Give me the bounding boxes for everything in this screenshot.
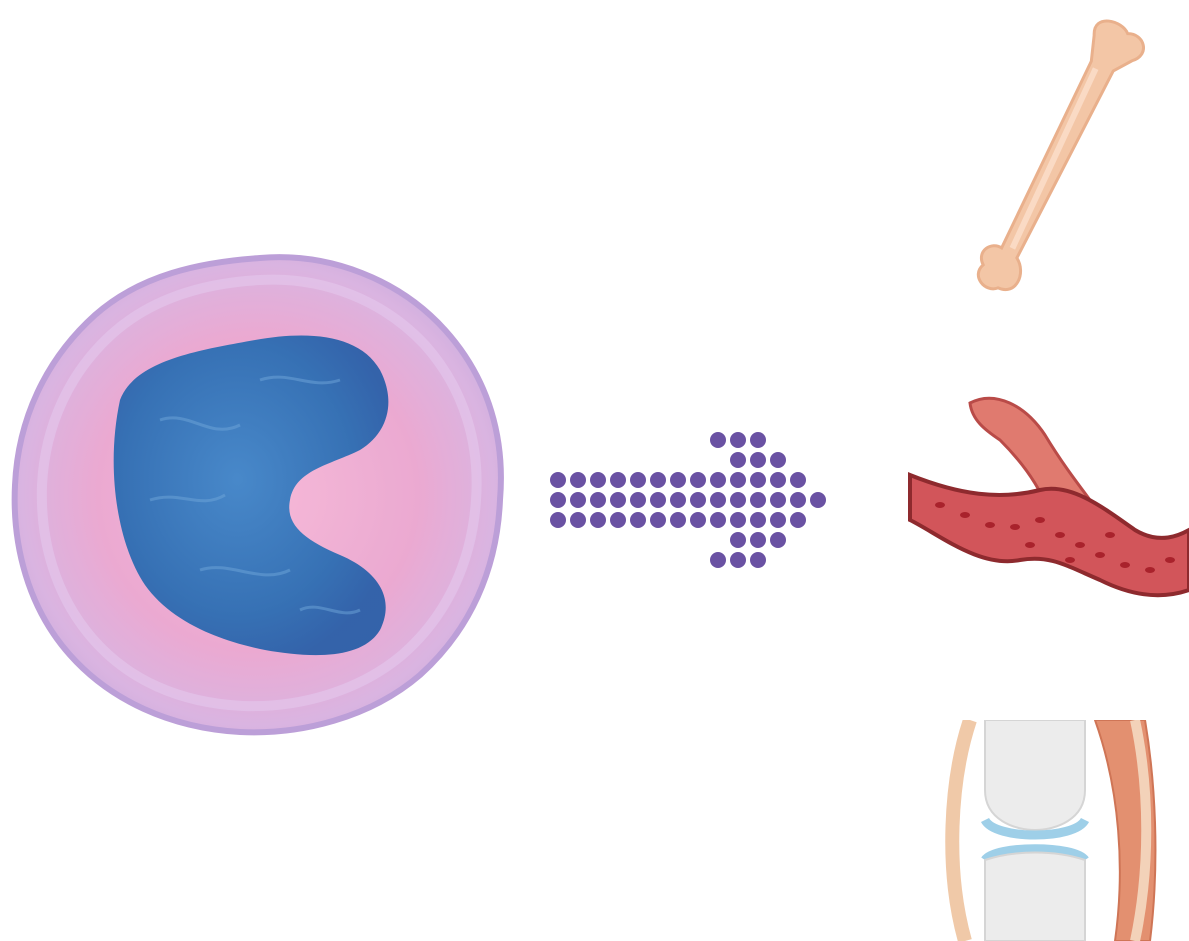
arrow-dot xyxy=(690,512,706,528)
knee-joint-icon xyxy=(935,720,1170,941)
bone-icon xyxy=(960,0,1150,320)
arrow-dot xyxy=(590,472,606,488)
red-blood-cell xyxy=(1145,567,1155,573)
arrow-dot xyxy=(590,492,606,508)
red-blood-cell xyxy=(935,502,945,508)
red-blood-cell xyxy=(1075,542,1085,548)
arrow-dot xyxy=(690,492,706,508)
arrow-dot xyxy=(690,472,706,488)
arrow-dot xyxy=(770,512,786,528)
arrow-dot xyxy=(790,472,806,488)
arrow-dot xyxy=(770,492,786,508)
arrow-dot xyxy=(750,532,766,548)
arrow-dot xyxy=(610,512,626,528)
arrow-dot xyxy=(730,532,746,548)
dotted-arrow-icon xyxy=(540,420,830,580)
arrow-dot xyxy=(750,452,766,468)
arrow-dot xyxy=(650,492,666,508)
arrow-dot xyxy=(750,512,766,528)
arrow-dot xyxy=(790,512,806,528)
arrow-dot xyxy=(730,432,746,448)
arrow-dot xyxy=(750,472,766,488)
red-blood-cell xyxy=(985,522,995,528)
red-blood-cell xyxy=(1035,517,1045,523)
arrow-dot xyxy=(710,492,726,508)
blood-vessel-icon xyxy=(900,385,1189,615)
arrow-dot xyxy=(750,552,766,568)
arrow-dot xyxy=(730,552,746,568)
arrow-dot xyxy=(710,552,726,568)
arrow-dot xyxy=(730,452,746,468)
red-blood-cell xyxy=(1010,524,1020,530)
red-blood-cell xyxy=(1025,542,1035,548)
arrow-dot xyxy=(650,472,666,488)
red-blood-cell xyxy=(1055,532,1065,538)
arrow-dot xyxy=(650,512,666,528)
arrow-dot xyxy=(550,492,566,508)
arrow-dot xyxy=(770,452,786,468)
red-blood-cell xyxy=(1165,557,1175,563)
arrow-dot xyxy=(610,472,626,488)
arrow-dot xyxy=(770,532,786,548)
arrow-dot xyxy=(710,512,726,528)
arrow-dot xyxy=(590,512,606,528)
arrow-dot xyxy=(670,512,686,528)
red-blood-cell xyxy=(1105,532,1115,538)
arrow-dot xyxy=(570,512,586,528)
red-blood-cell xyxy=(1120,562,1130,568)
arrow-dot xyxy=(550,472,566,488)
arrow-dot xyxy=(790,492,806,508)
red-blood-cell xyxy=(960,512,970,518)
arrow-dot xyxy=(730,472,746,488)
arrow-dot xyxy=(670,472,686,488)
arrow-dot xyxy=(730,492,746,508)
arrow-dot xyxy=(710,432,726,448)
arrow-dot xyxy=(630,472,646,488)
arrow-dot xyxy=(570,492,586,508)
arrow-dot xyxy=(550,512,566,528)
arrow-dot xyxy=(810,492,826,508)
arrow-dot xyxy=(730,512,746,528)
arrow-dot xyxy=(570,472,586,488)
arrow-dot xyxy=(710,472,726,488)
arrow-dot xyxy=(750,492,766,508)
arrow-dot xyxy=(630,492,646,508)
red-blood-cell xyxy=(1095,552,1105,558)
monocyte-cell-icon xyxy=(0,240,520,750)
arrow-dot xyxy=(670,492,686,508)
arrow-dot xyxy=(750,432,766,448)
arrow-dot xyxy=(630,512,646,528)
red-blood-cell xyxy=(1065,557,1075,563)
arrow-dot xyxy=(610,492,626,508)
arrow-dot xyxy=(770,472,786,488)
